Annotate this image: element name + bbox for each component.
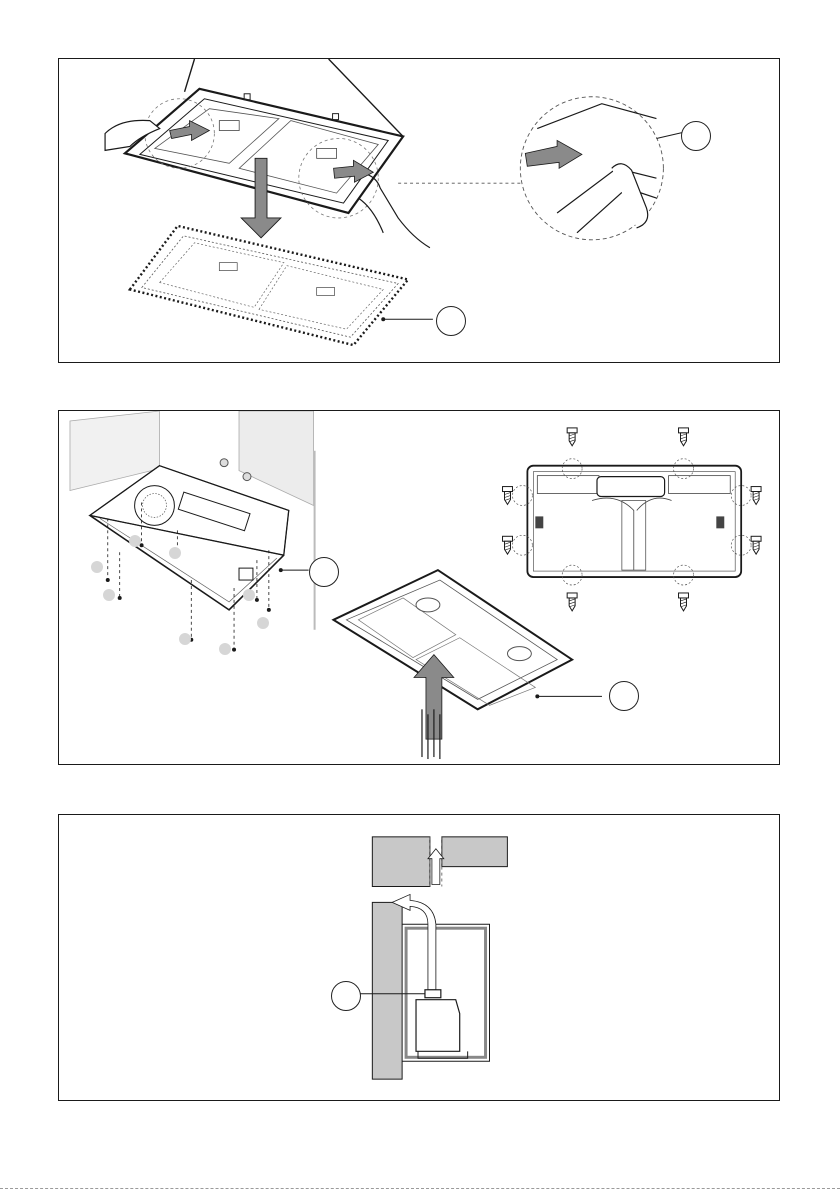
- panel-filter-removal: [58, 58, 780, 363]
- screw-label: [91, 561, 103, 573]
- screw-icon: [503, 536, 513, 554]
- page-bottom-rule: [0, 1188, 840, 1189]
- screw-icon: [503, 487, 513, 505]
- screw-label: [169, 547, 181, 559]
- screw-icon: [567, 593, 577, 611]
- screw-icon: [567, 428, 577, 446]
- callout-frame-clip: [681, 121, 711, 151]
- filter-removal-illustration: [59, 59, 779, 362]
- ducting-illustration: [59, 815, 779, 1100]
- screw-icon: [679, 428, 689, 446]
- frame-lowered: [130, 226, 408, 345]
- screw-label: [179, 633, 191, 645]
- callout-hood-body: [309, 557, 339, 587]
- screw-icon: [751, 536, 761, 554]
- screw-label: [129, 535, 141, 547]
- hood-insert-side: [416, 1000, 460, 1052]
- screw-label: [103, 589, 115, 601]
- screw-label: [243, 589, 255, 601]
- panel-screw-mounting: [58, 410, 780, 765]
- callout-insert-frame: [609, 681, 639, 711]
- screw-icons: [59, 411, 779, 764]
- screw-label: [219, 643, 231, 655]
- screw-icon: [751, 487, 761, 505]
- screw-label: [257, 617, 269, 629]
- screw-icon: [679, 593, 689, 611]
- duct-connector: [425, 990, 441, 998]
- panel-ducting: [58, 814, 780, 1101]
- wall: [372, 902, 402, 1079]
- clip-detail: [520, 97, 691, 240]
- callout-frame-lowered: [436, 306, 466, 336]
- callout-duct-connector: [331, 981, 361, 1011]
